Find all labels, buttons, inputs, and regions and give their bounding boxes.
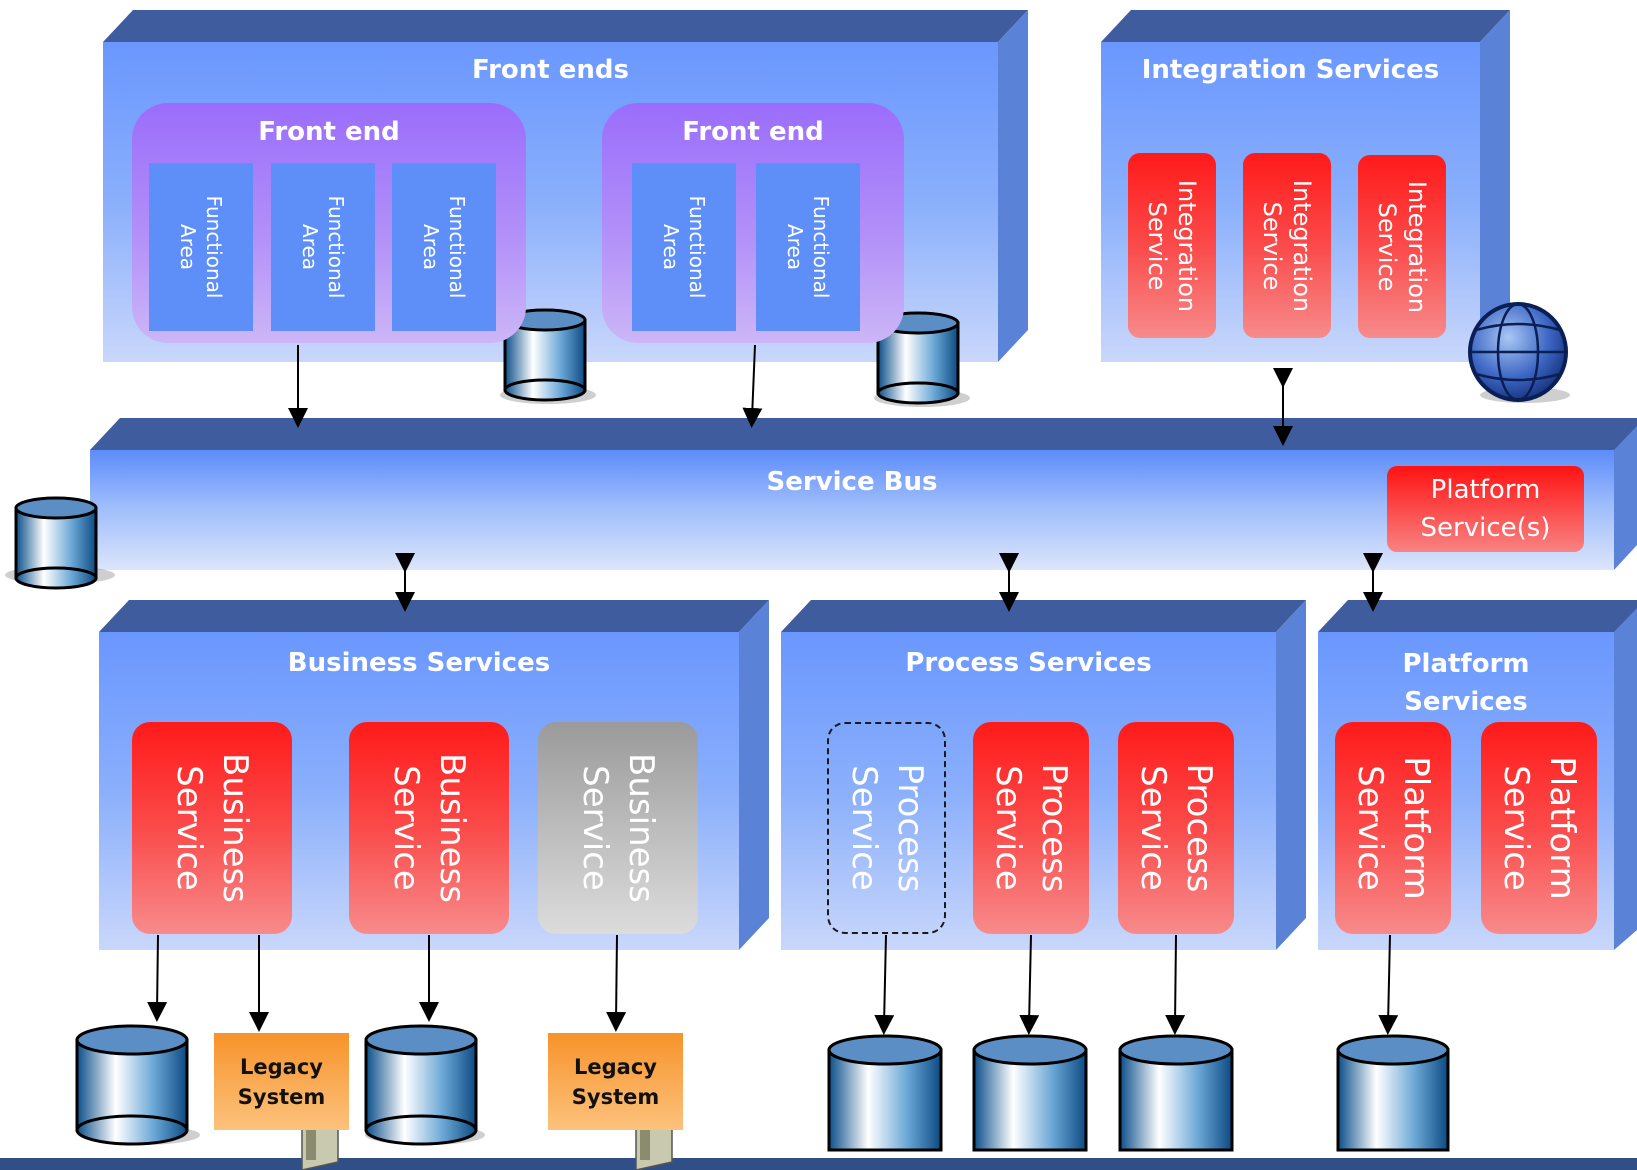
functional-area: Functional Area [271,163,375,331]
functional-area: Functional Area [632,163,736,331]
platform-service-label: Platform Service [1496,756,1582,900]
business-service: Business Service [132,722,292,934]
database-icon-bus [5,496,115,590]
front-end-2: Front end Functional Area Functional Are… [602,103,904,343]
functional-area-label: Functional Area [419,195,469,299]
bottom-strip [0,1158,1637,1170]
integration-service-label: Integration Service [1143,179,1201,312]
process-services-title: Process Services [905,648,1152,678]
platform-services-badge: Platform Service(s) [1387,466,1584,552]
database-icon-proc3 [1118,1034,1234,1152]
process-service: Process Service [1118,722,1234,934]
front-end-2-title: Front end [682,117,824,147]
business-service-label: Business Service [575,753,661,903]
business-service-label: Business Service [386,753,472,903]
integration-service: Integration Service [1243,153,1331,338]
platform-service: Platform Service [1335,722,1451,934]
database-icon-proc1 [827,1034,943,1152]
front-end-1-title: Front end [258,117,400,147]
integration-services-title: Integration Services [1141,55,1440,85]
business-service: Business Service [349,722,509,934]
functional-area-label: Functional Area [298,195,348,299]
database-icon-biz2 [364,1024,485,1146]
front-end-1: Front end Functional Area Functional Are… [132,103,526,343]
legacy-system: Legacy System [548,1033,683,1130]
functional-area: Functional Area [392,163,496,331]
functional-area: Functional Area [756,163,860,331]
service-bus-title: Service Bus [766,467,938,497]
functional-area-label: Functional Area [659,195,709,299]
process-service-label: Process Service [1133,763,1219,893]
functional-area-label: Functional Area [783,195,833,299]
functional-area-label: Functional Area [176,195,226,299]
database-icon-biz1 [75,1024,200,1146]
platform-services-title: Platform Services [1402,649,1530,717]
integration-service: Integration Service [1128,153,1216,338]
database-icon-plat [1336,1034,1450,1152]
process-service-label: Process Service [988,763,1074,893]
integration-service: Integration Service [1358,155,1446,338]
service-bus-shape [90,418,1637,570]
business-service-label: Business Service [169,753,255,903]
database-icon-proc2 [972,1034,1088,1152]
platform-service-label: Platform Service [1350,756,1436,900]
business-service-legacy: Business Service [538,722,698,934]
process-service-label: Process Service [843,763,930,893]
database-icon-fe2 [874,311,970,407]
integration-service-label: Integration Service [1258,179,1316,312]
connector-arrows [147,344,1399,1035]
functional-area: Functional Area [149,163,253,331]
database-icon-fe1 [500,308,596,404]
process-service: Process Service [973,722,1089,934]
globe-icon [1468,302,1570,403]
integration-service-label: Integration Service [1373,180,1431,313]
business-services-title: Business Services [287,648,551,678]
platform-service: Platform Service [1481,722,1597,934]
front-ends-title: Front ends [471,55,629,85]
process-service-planned: Process Service [827,722,946,934]
legacy-system: Legacy System [214,1033,349,1130]
